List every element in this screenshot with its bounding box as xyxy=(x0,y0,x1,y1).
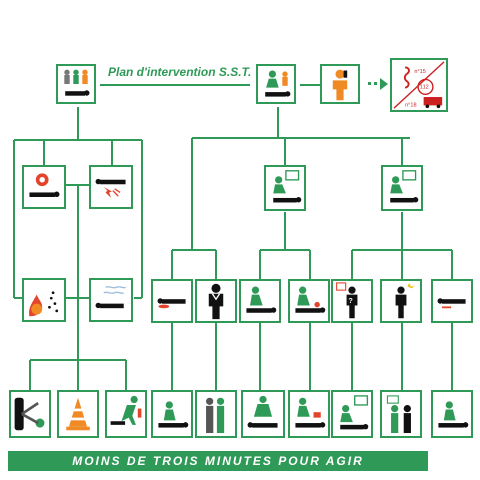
samu-number: n°15 xyxy=(414,69,425,75)
heart-massage-icon xyxy=(241,390,285,438)
diagram-title: Plan d'intervention S.S.T. xyxy=(108,65,252,79)
compress-wound-icon xyxy=(151,390,193,438)
cpr-icon xyxy=(239,279,281,323)
electric-cutoff-icon xyxy=(9,390,51,438)
firefighters-number: n°18 xyxy=(405,102,416,108)
lateral-safety-position-icon xyxy=(331,390,373,438)
unconscious-victim-icon xyxy=(431,279,473,323)
traffic-cone-icon xyxy=(57,390,99,438)
phone-alert-icon xyxy=(320,64,360,104)
hazard-gas-icon xyxy=(89,278,133,322)
complaint-victim-icon xyxy=(380,279,422,323)
european-number: 112 xyxy=(420,85,429,91)
assess-victim-icon xyxy=(256,64,296,104)
recovery-monitor-icon xyxy=(431,390,473,438)
emergency-services-icon: n°15 112 n°18 xyxy=(390,58,448,112)
footer-banner: MOINS DE TROIS MINUTES POUR AGIR xyxy=(8,451,428,471)
bleeding-victim-icon xyxy=(151,279,193,323)
rescue-breathing-icon xyxy=(288,279,330,323)
choking-icon xyxy=(195,279,237,323)
defibrillator-icon xyxy=(288,390,330,438)
confused-victim-icon: ? xyxy=(331,279,373,323)
evacuate-victim-icon xyxy=(105,390,147,438)
back-blows-icon xyxy=(195,390,237,438)
witness-assess-icon xyxy=(56,64,96,104)
check-breathing-icon xyxy=(264,165,306,211)
hazard-electric-icon xyxy=(22,165,66,209)
check-consciousness-icon xyxy=(381,165,423,211)
hazard-fire-icon xyxy=(22,278,66,322)
monitor-victim-icon xyxy=(380,390,422,438)
svg-text:?: ? xyxy=(348,296,352,305)
hazard-spark-icon xyxy=(89,165,133,209)
